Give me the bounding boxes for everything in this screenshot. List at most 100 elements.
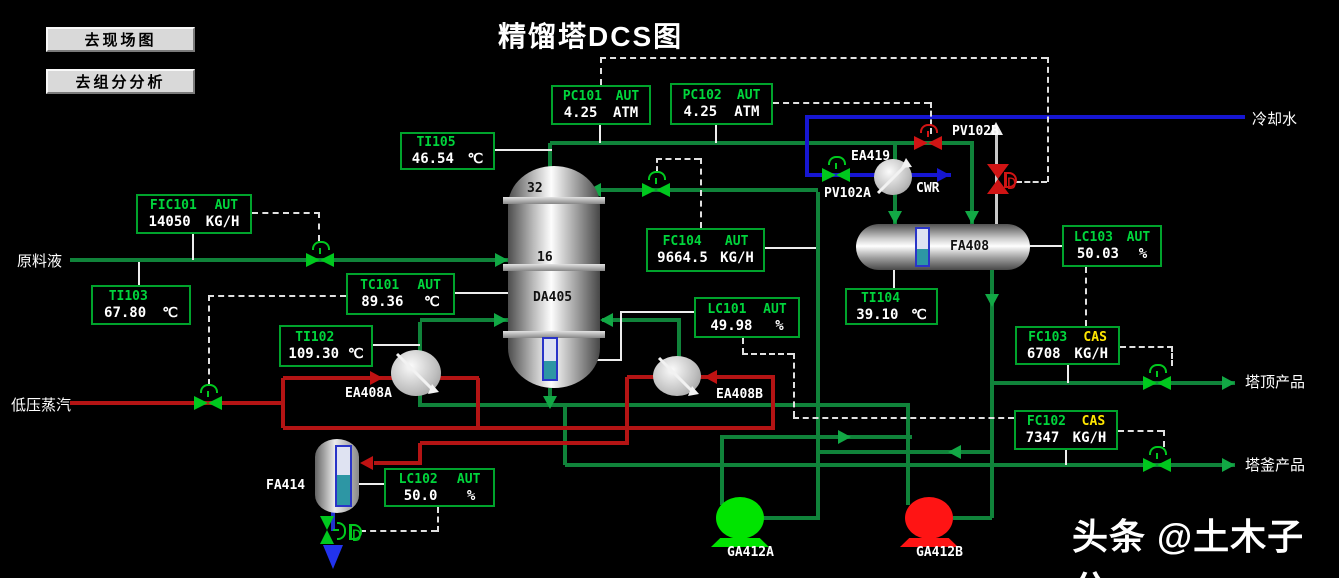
lead-lc102 (354, 483, 384, 485)
pipe-reflux (592, 188, 818, 192)
fc102-value: 7347 (1025, 430, 1060, 446)
signal-lc102-drop (437, 507, 439, 532)
feed-control-valve[interactable] (305, 241, 335, 267)
pipe-pump-a-suction (720, 437, 724, 505)
steam-stream-label: 低压蒸汽 (11, 397, 72, 414)
pipe-pump-b-discharge (953, 516, 992, 520)
signal-lc101-a (742, 338, 744, 354)
arrow-drain-down (323, 545, 343, 569)
lead-pc101 (599, 125, 601, 143)
signal-lc103-to-fc103 (1085, 267, 1087, 326)
pump-ga412a-base (711, 538, 769, 547)
reflux-drum-fa408[interactable] (856, 224, 1030, 270)
pump-ga412a[interactable] (716, 497, 764, 539)
pipe-steam-b-left (625, 377, 629, 443)
ti104-value: 39.10 (856, 306, 899, 323)
pc102-tag: PC102 (682, 88, 722, 103)
reboiler-ea408b[interactable] (653, 356, 701, 396)
watermark: 头条 @土木子公 (1072, 516, 1305, 578)
lead-ti105 (495, 149, 552, 151)
lc101-tag: LC101 (707, 301, 747, 317)
top-product-valve[interactable] (1142, 364, 1172, 390)
exchanger-flow-arrow-se-icon (395, 352, 439, 394)
signal-lc101-to-fc102 (793, 417, 1014, 419)
pipe-top-product (992, 381, 1235, 385)
signal-top-run (600, 57, 1047, 59)
pipe-condensate-return (420, 441, 629, 445)
bottom-product-valve[interactable] (1142, 446, 1172, 472)
reboiler-ea408a[interactable] (391, 350, 441, 396)
arrow-bottoms-out (543, 396, 557, 409)
signal-fc102-drop (1163, 430, 1165, 447)
drain-hand-symbol: D (349, 524, 362, 545)
pipe-condensate-drop (418, 443, 422, 463)
condenser-ea419[interactable] (874, 158, 912, 195)
lc102-unit: % (466, 487, 476, 504)
signal-fic101-run (252, 212, 320, 214)
fic101-value: 14050 (148, 214, 191, 230)
column-tray-band-3 (503, 331, 605, 338)
lead-lc101-b (620, 311, 622, 361)
vent-valve[interactable] (987, 164, 1009, 194)
drain-hand-valve[interactable] (320, 515, 346, 545)
lead-pc102 (715, 125, 717, 143)
signal-vent-link (1016, 181, 1047, 183)
arrow-vent-up (989, 122, 1003, 135)
fic101-tag: FIC101 (149, 198, 197, 213)
goto-composition-analysis-button[interactable]: 去组分分析 (46, 69, 195, 94)
ti102-value: 109.30 (288, 346, 339, 362)
pc101-tag: PC101 (562, 89, 602, 104)
pipe-reboiler-b-return (602, 318, 681, 322)
pump-ga412b[interactable] (905, 497, 953, 539)
pipe-pump-header-1 (720, 435, 912, 439)
lc102-mode: AUT (456, 471, 481, 487)
ti103-value: 67.80 (104, 305, 147, 321)
lc102-tag: LC102 (398, 471, 438, 487)
lead-ti104 (893, 268, 895, 288)
exchanger-flow-arrow-ne-icon (876, 158, 912, 195)
signal-tc101-run (208, 295, 346, 297)
lead-lc103 (1030, 245, 1062, 247)
instrument-ti102[interactable]: TI102 109.30℃ (279, 325, 373, 367)
vent-hand-symbol: D (1004, 172, 1017, 193)
arrow-steam-b-in (704, 370, 717, 384)
column-tray-band-1 (503, 197, 605, 204)
lead-ti102 (373, 344, 420, 346)
pv102a-valve[interactable] (821, 156, 851, 182)
pipe-overhead-riser (548, 143, 552, 169)
condensate-level-gauge (335, 445, 352, 507)
page-title: 精馏塔DCS图 (498, 21, 684, 52)
reflux-control-valve[interactable] (641, 171, 671, 197)
instrument-ti104[interactable]: TI104 39.10℃ (845, 288, 938, 325)
goto-field-view-button[interactable]: 去现场图 (46, 27, 195, 52)
lc103-unit: % (1138, 246, 1148, 262)
ti105-value: 46.54 (411, 151, 454, 167)
cwr-label: CWR (916, 181, 940, 196)
exchanger-flow-arrow-se-icon (657, 356, 699, 396)
arrow-drum-in-a (888, 211, 902, 224)
column-tray-mid-label: 16 (537, 250, 553, 265)
signal-lc101-b (742, 353, 793, 355)
instrument-ti103[interactable]: TI103 67.80℃ (91, 285, 191, 325)
signal-fc104-run (656, 158, 700, 160)
steam-control-valve[interactable] (193, 384, 223, 410)
ti105-tag: TI105 (416, 135, 456, 150)
arrow-feed-in (495, 253, 508, 267)
pipe-lp-steam (70, 401, 283, 405)
pipe-steam-a-right (476, 378, 480, 428)
condensate-drum-label: FA414 (266, 478, 306, 493)
pipe-steam-bottom-main (283, 426, 775, 430)
instrument-ti105[interactable]: TI105 46.54℃ (400, 132, 495, 170)
pv102b-valve[interactable] (913, 124, 943, 150)
fic101-unit: KG/H (205, 214, 240, 230)
